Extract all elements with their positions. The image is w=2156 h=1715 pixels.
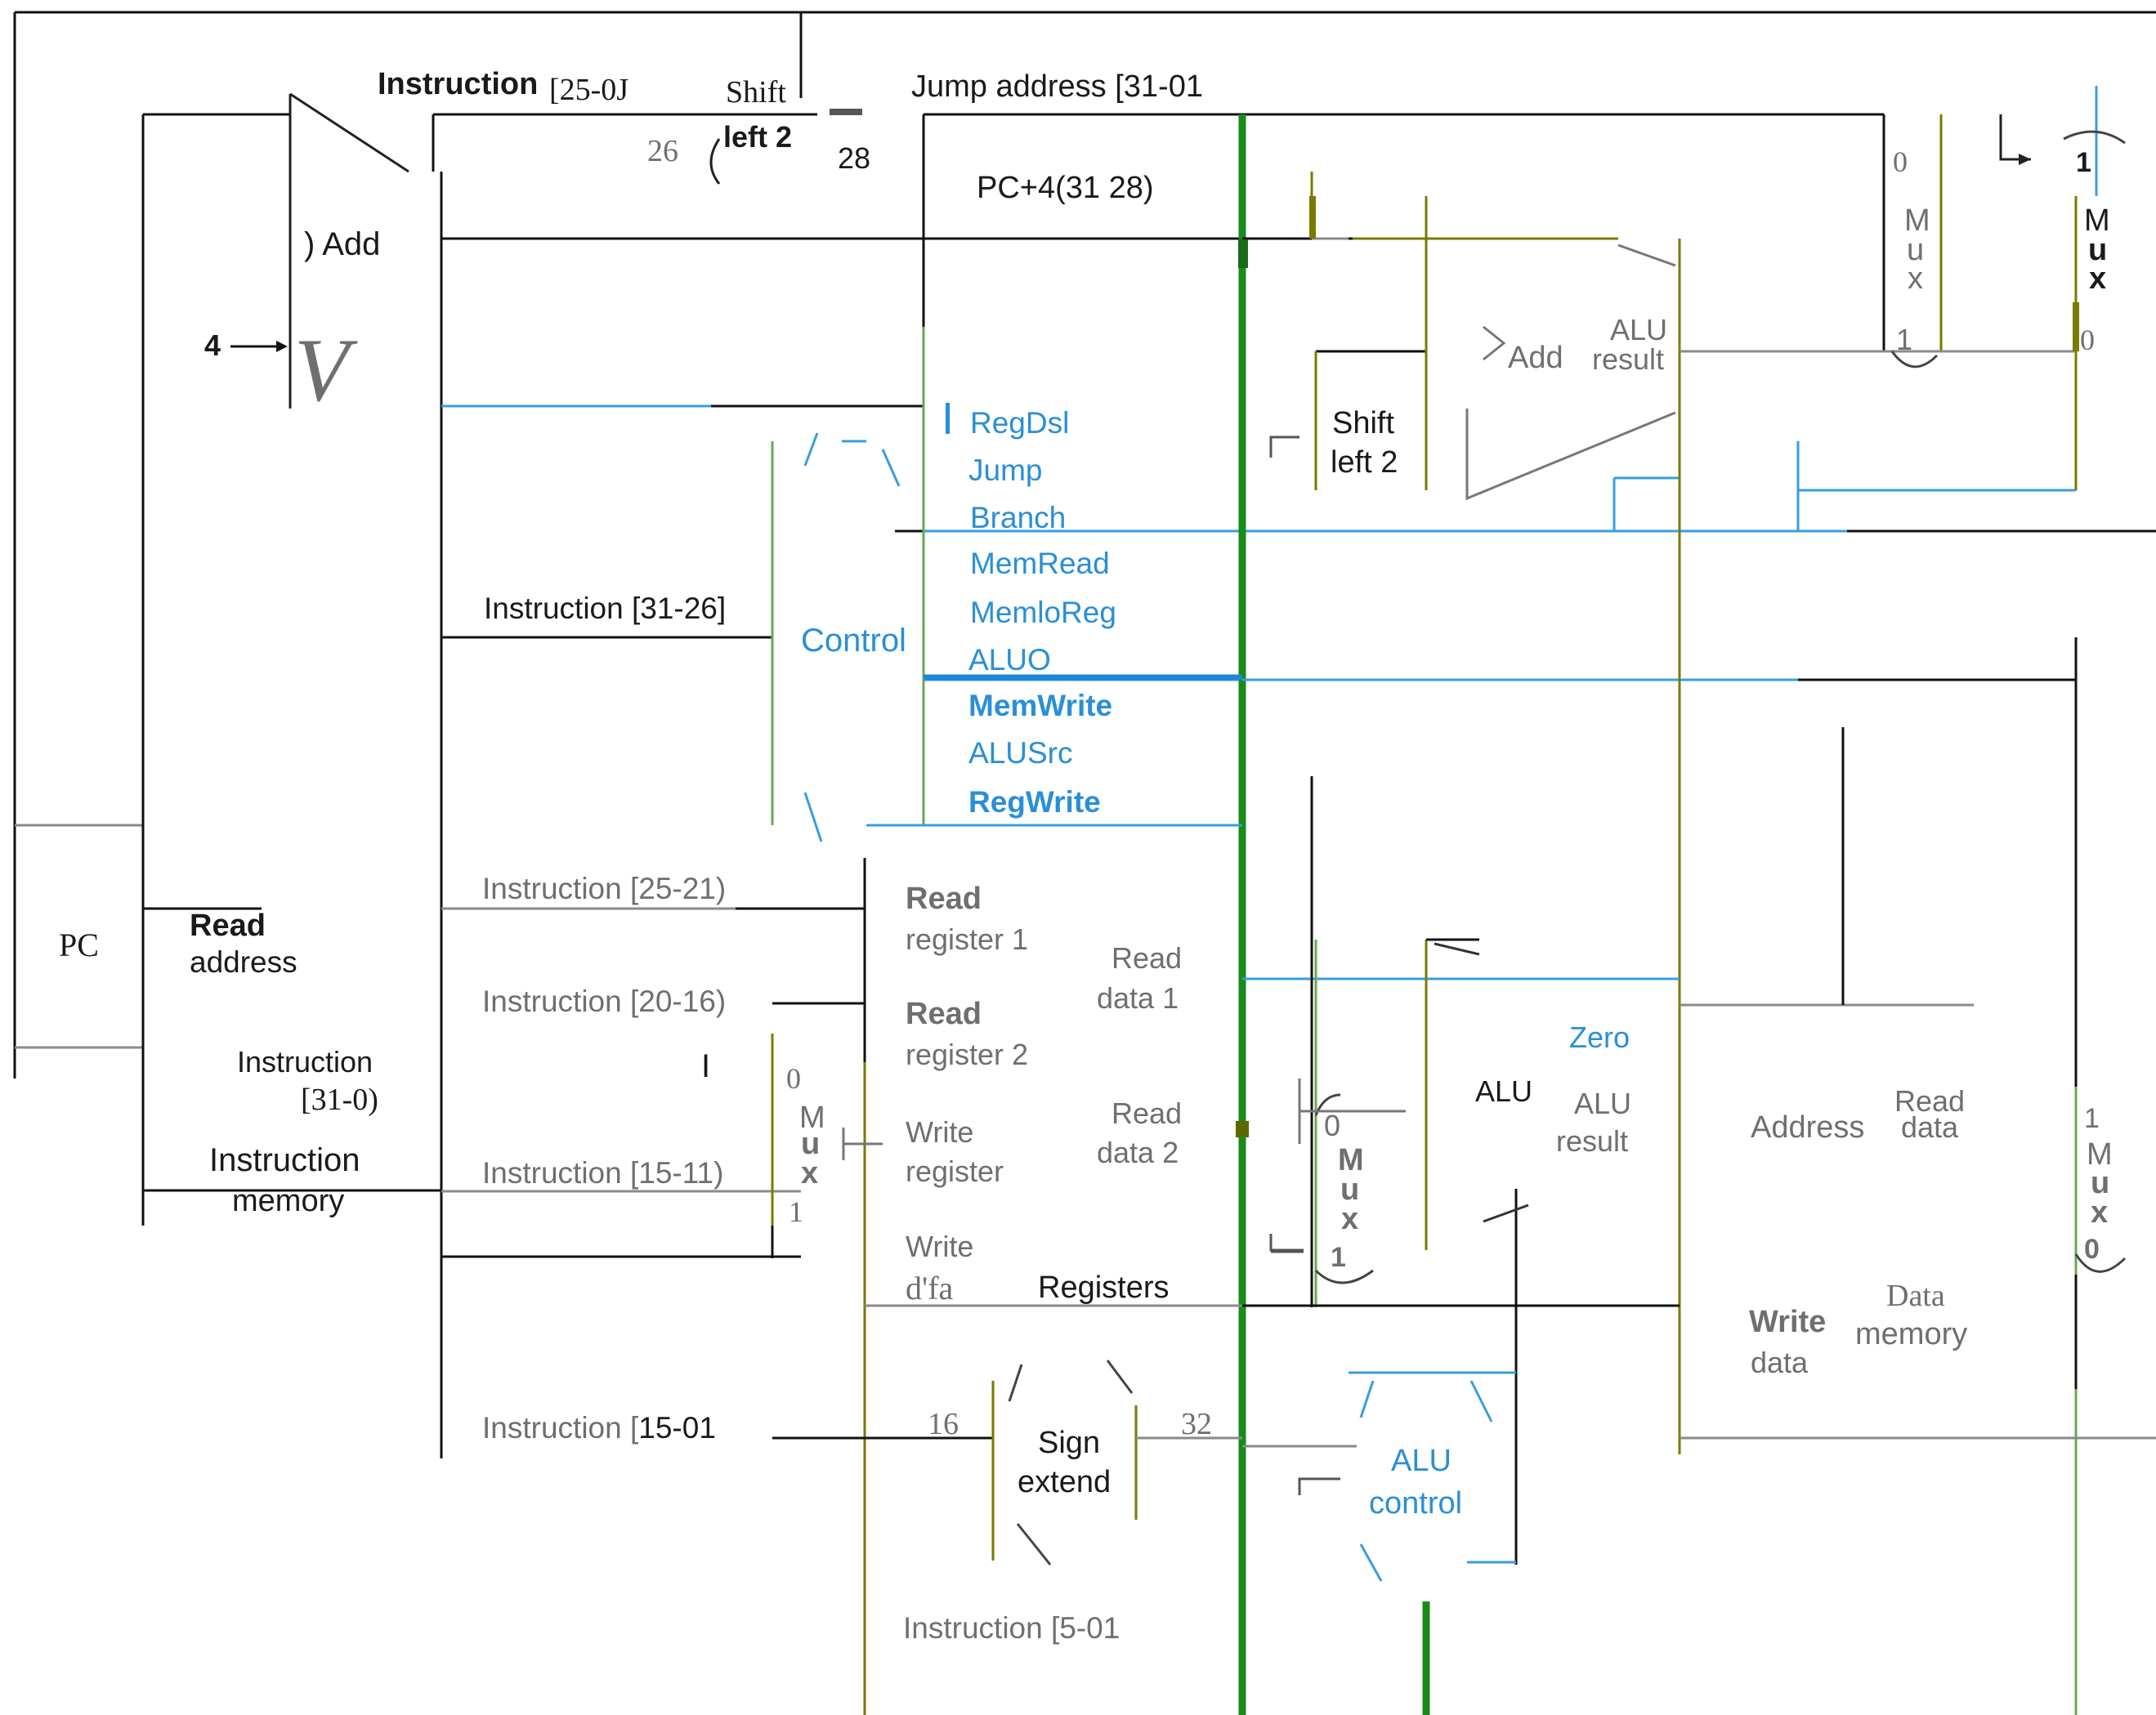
reg-read1a: Read — [906, 882, 982, 916]
aluc-a: ALU — [1391, 1444, 1451, 1478]
im-address: address — [190, 945, 297, 979]
dm-title1: Data — [1886, 1279, 1945, 1313]
signal-aluop: ALUO — [968, 643, 1051, 677]
dm-wdata: data — [1751, 1346, 1809, 1379]
top-instruction-label: Instruction — [378, 67, 538, 101]
mux-pc-0: 0 — [2080, 324, 2095, 356]
im-title1: Instruction — [209, 1142, 360, 1178]
registers-title: Registers — [1038, 1271, 1170, 1305]
mux-regdst-x: x — [801, 1156, 818, 1190]
mux-mem-0: 0 — [2084, 1234, 2100, 1265]
dm-data: data — [1901, 1110, 1959, 1144]
pc-add-label: ) Add — [304, 226, 380, 262]
reg-wdataa: Write — [906, 1230, 973, 1263]
signal-memwrite: MemWrite — [968, 689, 1112, 722]
mux-regdst-1: 1 — [789, 1195, 803, 1228]
mux-regdst-0: 0 — [786, 1062, 801, 1095]
alu-result: result — [1556, 1124, 1628, 1158]
im-instruction: Instruction — [237, 1045, 373, 1079]
alu-label: ALU — [1475, 1074, 1532, 1108]
instr-31-26: Instruction [31-26] — [484, 592, 726, 625]
add-alu-add: Add — [1508, 341, 1563, 375]
add-alu-result: result — [1592, 342, 1664, 376]
pc-add-shape — [290, 94, 409, 172]
pc-label: PC — [59, 927, 99, 963]
reg-read2a: Read — [906, 997, 982, 1031]
signal-memtoreg: MemloReg — [970, 596, 1116, 629]
top-26-label: 26 — [647, 134, 678, 168]
mux-mem-x: x — [2091, 1195, 2108, 1230]
reg-rdata1a: Read — [1112, 941, 1182, 975]
mux-pc-x: x — [2089, 261, 2106, 296]
sign-32: 32 — [1181, 1407, 1212, 1441]
mux-regdst-mark: I — [701, 1048, 710, 1084]
instr-5-0: Instruction [5-01 — [903, 1611, 1120, 1645]
reg-rdata1b: data 1 — [1097, 981, 1179, 1015]
reg-wdatab: d'fa — [906, 1270, 954, 1306]
memtoreg-mux: 1 M u x 0 — [2084, 1103, 2113, 1265]
reg-read1b: register 1 — [906, 922, 1028, 956]
signal-regdst: RegDsl — [970, 406, 1069, 440]
pc4-label: PC+4(31 28) — [977, 171, 1154, 205]
signal-memread: MemRead — [970, 547, 1110, 580]
control-label: Control — [801, 623, 906, 659]
signal-alusrc: ALUSrc — [968, 736, 1072, 770]
im-bits: [31-0) — [301, 1083, 378, 1117]
sign-a: Sign — [1038, 1426, 1100, 1460]
mux-jump-0: 0 — [1893, 145, 1908, 178]
signal-jump: Jump — [968, 453, 1042, 487]
reg-writea: Write — [906, 1115, 973, 1149]
jump-shift-shape — [711, 139, 719, 184]
sign-b: extend — [1018, 1465, 1111, 1499]
signal-regwrite: RegWrite — [968, 785, 1101, 819]
pc-src-mux: 1 M u x 0 — [2076, 147, 2110, 356]
mux-jump-x: x — [1908, 261, 1923, 296]
mux-jump-1: 1 — [1896, 323, 1912, 356]
instr-15-0: Instruction [15-01 — [482, 1411, 716, 1445]
jump-address-label: Jump address [31-01 — [911, 69, 1203, 104]
reg-read2b: register 2 — [906, 1038, 1028, 1071]
dm-title2: memory — [1855, 1317, 1967, 1351]
dm-address: Address — [1751, 1110, 1864, 1145]
instr-25-21: Instruction [25-21) — [482, 872, 726, 905]
big-v-label: V — [294, 320, 358, 420]
sign-extend-shape — [1009, 1360, 1132, 1565]
reg-rdata2b: data 2 — [1097, 1136, 1179, 1169]
four-label: 4 — [204, 328, 221, 362]
aluc-b: control — [1369, 1486, 1462, 1521]
reg-writeb: register — [906, 1154, 1004, 1188]
mux-mem-1: 1 — [2084, 1103, 2100, 1134]
instr-15-11: Instruction [15-11) — [482, 1156, 723, 1190]
top-shift-label: Shift — [726, 75, 786, 109]
jump-mux: 0 M u x 1 — [1893, 145, 1930, 356]
instr-20-16: Instruction [20-16) — [482, 985, 726, 1018]
im-read: Read — [190, 909, 266, 943]
mux-alusrc-1: 1 — [1331, 1242, 1346, 1273]
alu-zero: Zero — [1569, 1021, 1630, 1054]
mux-alusrc-x: x — [1341, 1202, 1358, 1236]
add-alu-alu: ALU — [1610, 313, 1667, 346]
dm-write: Write — [1749, 1305, 1826, 1339]
mux-alusrc-0: 0 — [1324, 1109, 1340, 1142]
block-shapes — [290, 94, 2125, 1581]
signal-branch: Branch — [970, 501, 1066, 534]
top-left2-label: left 2 — [723, 120, 792, 154]
regdst-mux: I 0 M u x 1 — [701, 1048, 825, 1228]
mux-pc-1: 1 — [2076, 147, 2091, 178]
alusrc-mux: 0 M u x 1 — [1324, 1109, 1364, 1273]
shift2-b: left 2 — [1331, 445, 1398, 480]
sign-16: 16 — [928, 1407, 959, 1441]
shift2-a: Shift — [1332, 406, 1394, 440]
reg-rdata2a: Read — [1112, 1096, 1182, 1130]
top-instr-bits: [25-0J — [549, 73, 628, 107]
top-28-label: 28 — [838, 141, 870, 175]
four-arrow-head-icon — [276, 341, 288, 352]
im-title2: memory — [232, 1184, 344, 1218]
alu-alu: ALU — [1574, 1087, 1631, 1120]
